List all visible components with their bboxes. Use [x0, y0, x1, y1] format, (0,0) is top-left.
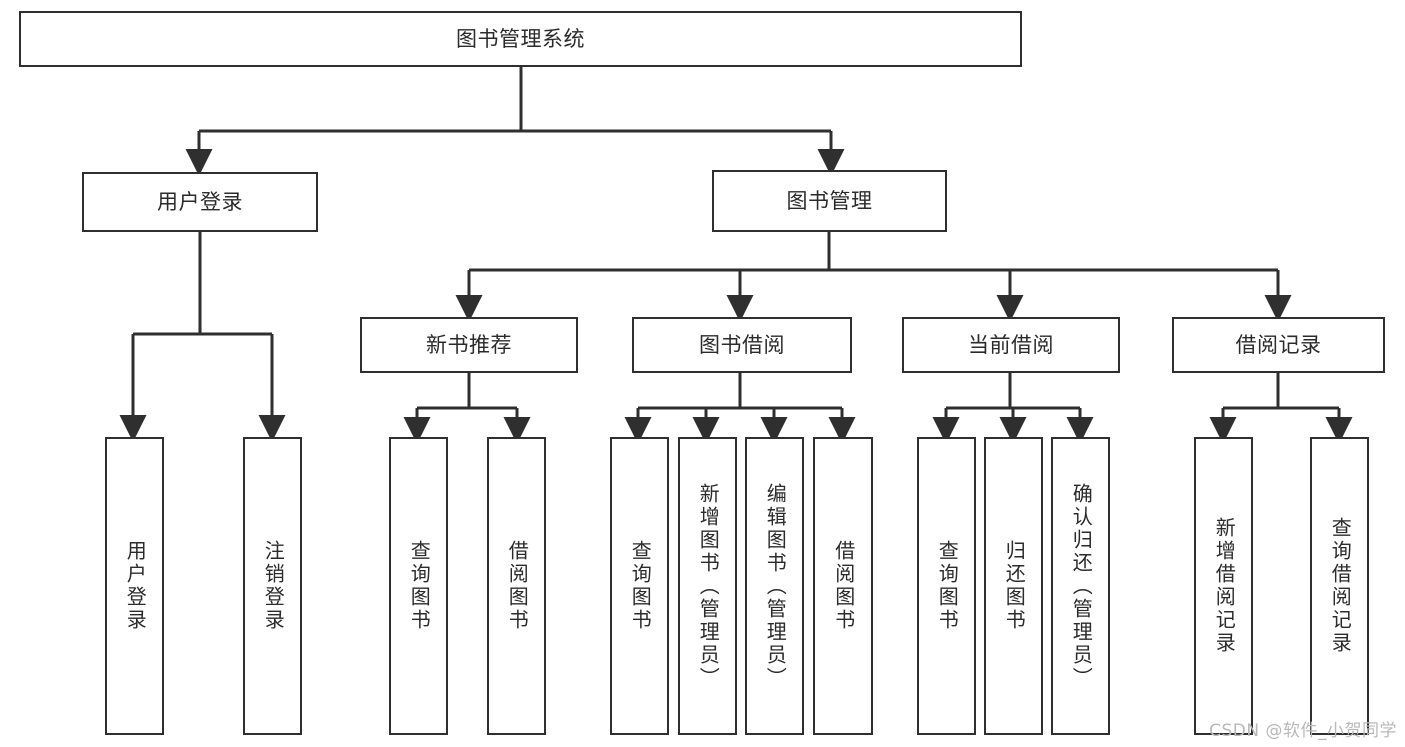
node-leaf-label: 编辑图书（管理员） [763, 482, 788, 690]
node-borrow-record[interactable]: 借阅记录 [1172, 317, 1385, 373]
node-leaf[interactable]: 编辑图书（管理员） [745, 437, 804, 735]
node-leaf[interactable]: 借阅图书 [813, 437, 873, 735]
node-leaf-label: 查询图书 [628, 540, 653, 632]
node-leaf[interactable]: 归还图书 [984, 437, 1043, 735]
node-borrow-record-label: 借阅记录 [1235, 332, 1322, 357]
node-leaf-label: 归还图书 [1002, 540, 1027, 632]
node-leaf[interactable]: 确认归还（管理员） [1051, 437, 1110, 735]
node-leaf-label: 查询借阅记录 [1328, 517, 1353, 655]
node-leaf[interactable]: 新增图书（管理员） [678, 437, 737, 735]
node-leaf[interactable]: 查询借阅记录 [1310, 437, 1369, 735]
node-user-login[interactable]: 用户登录 [82, 172, 318, 232]
node-new-book-recommend[interactable]: 新书推荐 [360, 317, 578, 373]
node-leaf-label: 新增借阅记录 [1212, 517, 1237, 655]
node-leaf[interactable]: 注销登录 [243, 437, 302, 735]
node-leaf[interactable]: 查询图书 [610, 437, 669, 735]
node-leaf[interactable]: 借阅图书 [487, 437, 546, 735]
node-root-label: 图书管理系统 [456, 26, 585, 51]
node-leaf-label: 借阅图书 [505, 540, 530, 632]
node-root[interactable]: 图书管理系统 [19, 11, 1022, 67]
node-leaf-label: 确认归还（管理员） [1069, 482, 1094, 690]
node-book-management[interactable]: 图书管理 [712, 170, 947, 232]
node-leaf[interactable]: 新增借阅记录 [1194, 437, 1253, 735]
node-leaf-label: 查询图书 [935, 540, 960, 632]
node-leaf[interactable]: 查询图书 [389, 437, 448, 735]
node-book-management-label: 图书管理 [786, 188, 873, 213]
node-book-borrow[interactable]: 图书借阅 [632, 317, 852, 373]
node-current-borrow-label: 当前借阅 [968, 332, 1054, 357]
node-leaf-label: 借阅图书 [831, 540, 856, 632]
node-leaf-label: 用户登录 [123, 540, 148, 632]
node-leaf-label: 查询图书 [407, 540, 432, 632]
node-leaf-label: 新增图书（管理员） [696, 482, 721, 690]
node-book-borrow-label: 图书借阅 [699, 332, 785, 357]
node-new-book-recommend-label: 新书推荐 [426, 332, 512, 357]
node-current-borrow[interactable]: 当前借阅 [902, 317, 1120, 373]
node-user-login-label: 用户登录 [157, 189, 243, 214]
node-leaf-label: 注销登录 [261, 540, 286, 632]
node-leaf[interactable]: 用户登录 [105, 437, 164, 735]
node-leaf[interactable]: 查询图书 [917, 437, 976, 735]
